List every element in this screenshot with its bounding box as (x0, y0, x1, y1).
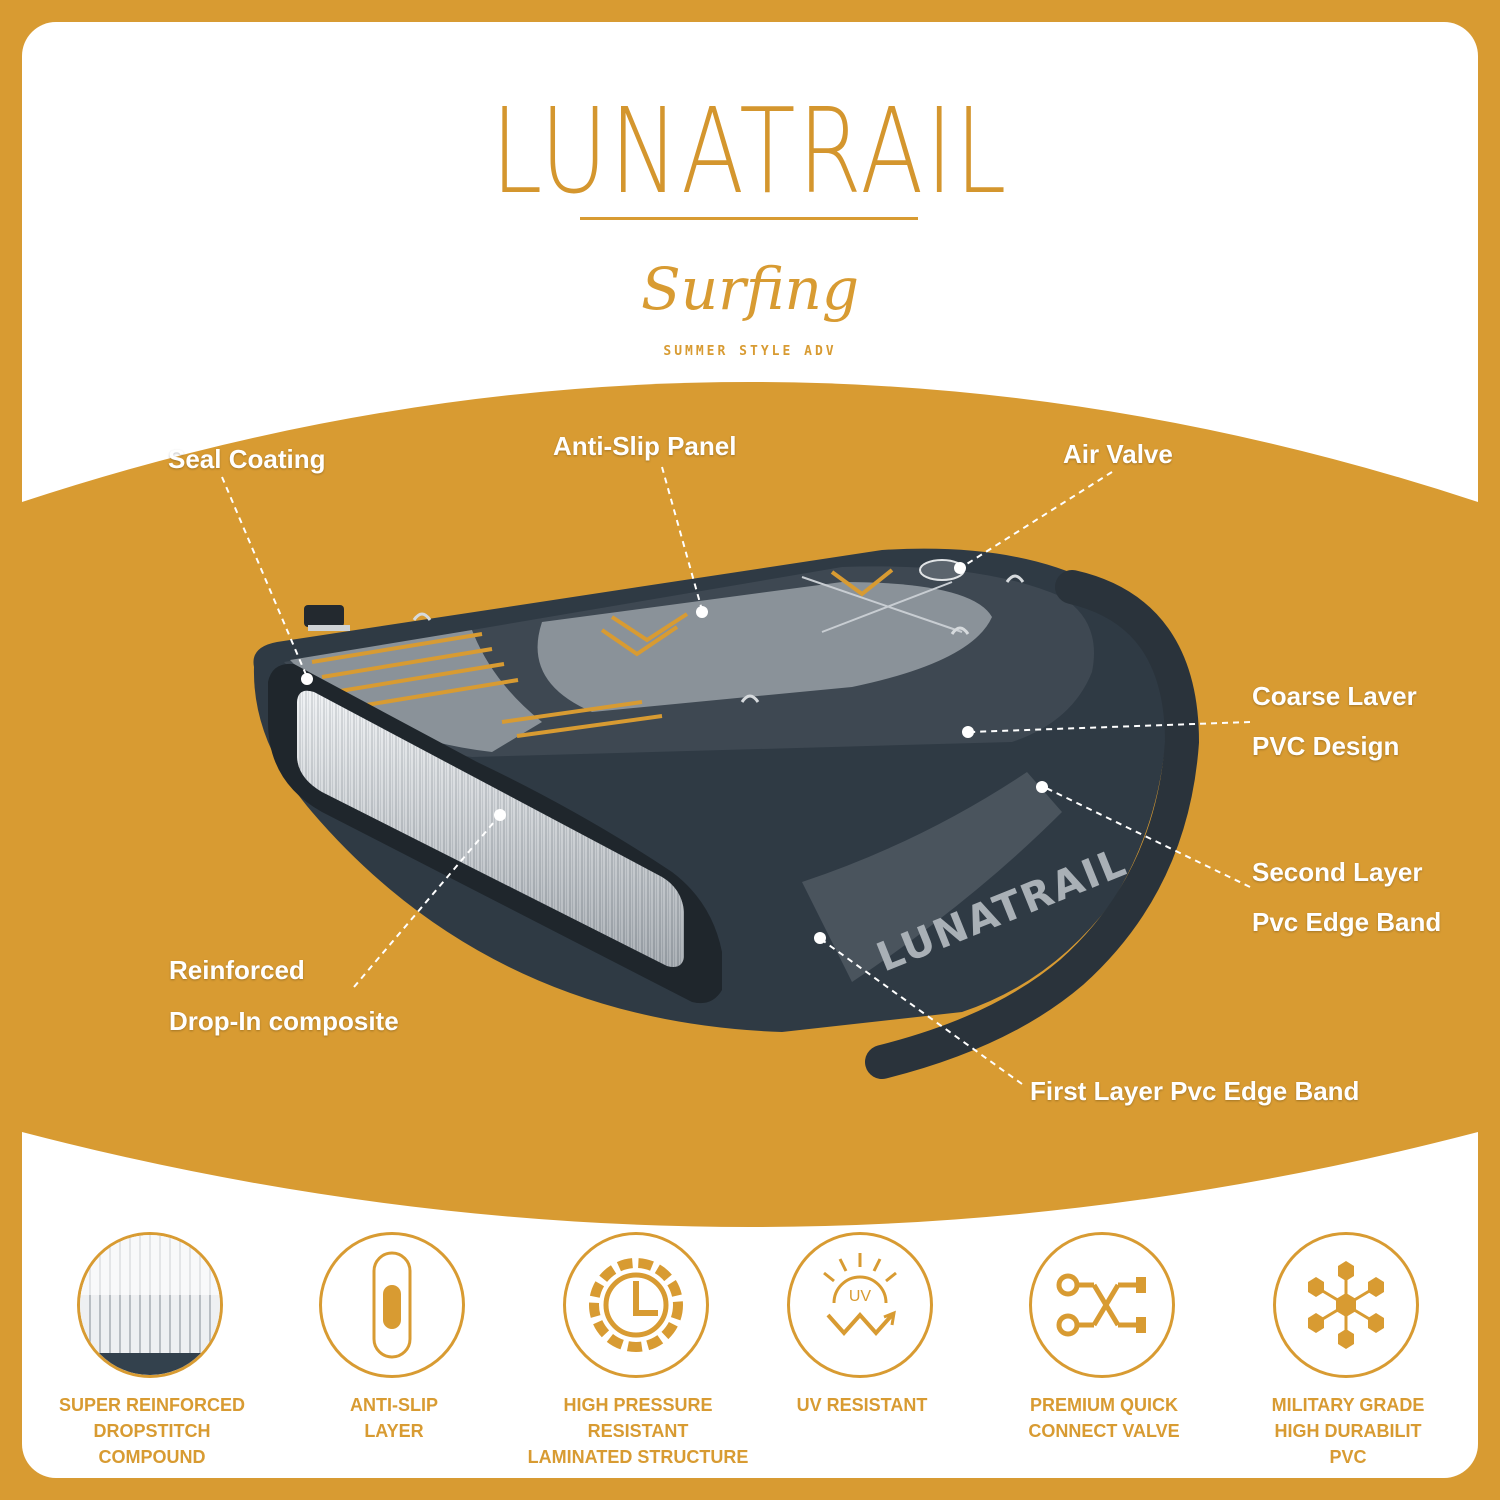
hexagon-network-icon (1308, 1261, 1384, 1349)
brand-script-title: Surfing (641, 255, 859, 323)
callout-anti-slip-panel: Anti-Slip Panel (553, 431, 737, 461)
feature-label: UV RESISTANT (796, 1395, 928, 1415)
product-card: LUNATRAIL Surfing SUMMER STYLE ADV (22, 22, 1478, 1478)
callout-seal-coating: Seal Coating (168, 444, 326, 474)
pressure-gear-icon (589, 1258, 683, 1352)
brand-divider (580, 217, 918, 220)
uv-sun-icon: UV (823, 1253, 897, 1337)
callout-first-layer: First Layer Pvc Edge Band (1030, 1076, 1360, 1106)
brand-logo: LUNATRAIL (491, 82, 1009, 220)
callout-air-valve: Air Valve (1063, 439, 1173, 469)
anti-slip-icon (372, 1251, 412, 1359)
callout-drop-in-composite: Drop-In composite (169, 1006, 399, 1036)
leader-lines (221, 466, 1251, 1085)
callout-reinforced: Reinforced (169, 955, 305, 985)
svg-text:UV: UV (849, 1288, 872, 1305)
callout-coarse-layer: Coarse Laver (1252, 681, 1417, 711)
leader-dots (301, 562, 1048, 944)
dropstitch-icon (80, 1235, 220, 1375)
quick-connect-valve-icon (1056, 1273, 1146, 1337)
board-illustration: LUNATRAIL (221, 466, 1251, 1085)
callout-pvc-design: PVC Design (1252, 731, 1400, 761)
brand-tagline: SUMMER STYLE ADV (663, 344, 837, 359)
callout-second-layer: Second Layer (1252, 857, 1423, 887)
board-hull (253, 548, 1200, 1079)
callout-pvc-edge-band: Pvc Edge Band (1252, 907, 1442, 937)
